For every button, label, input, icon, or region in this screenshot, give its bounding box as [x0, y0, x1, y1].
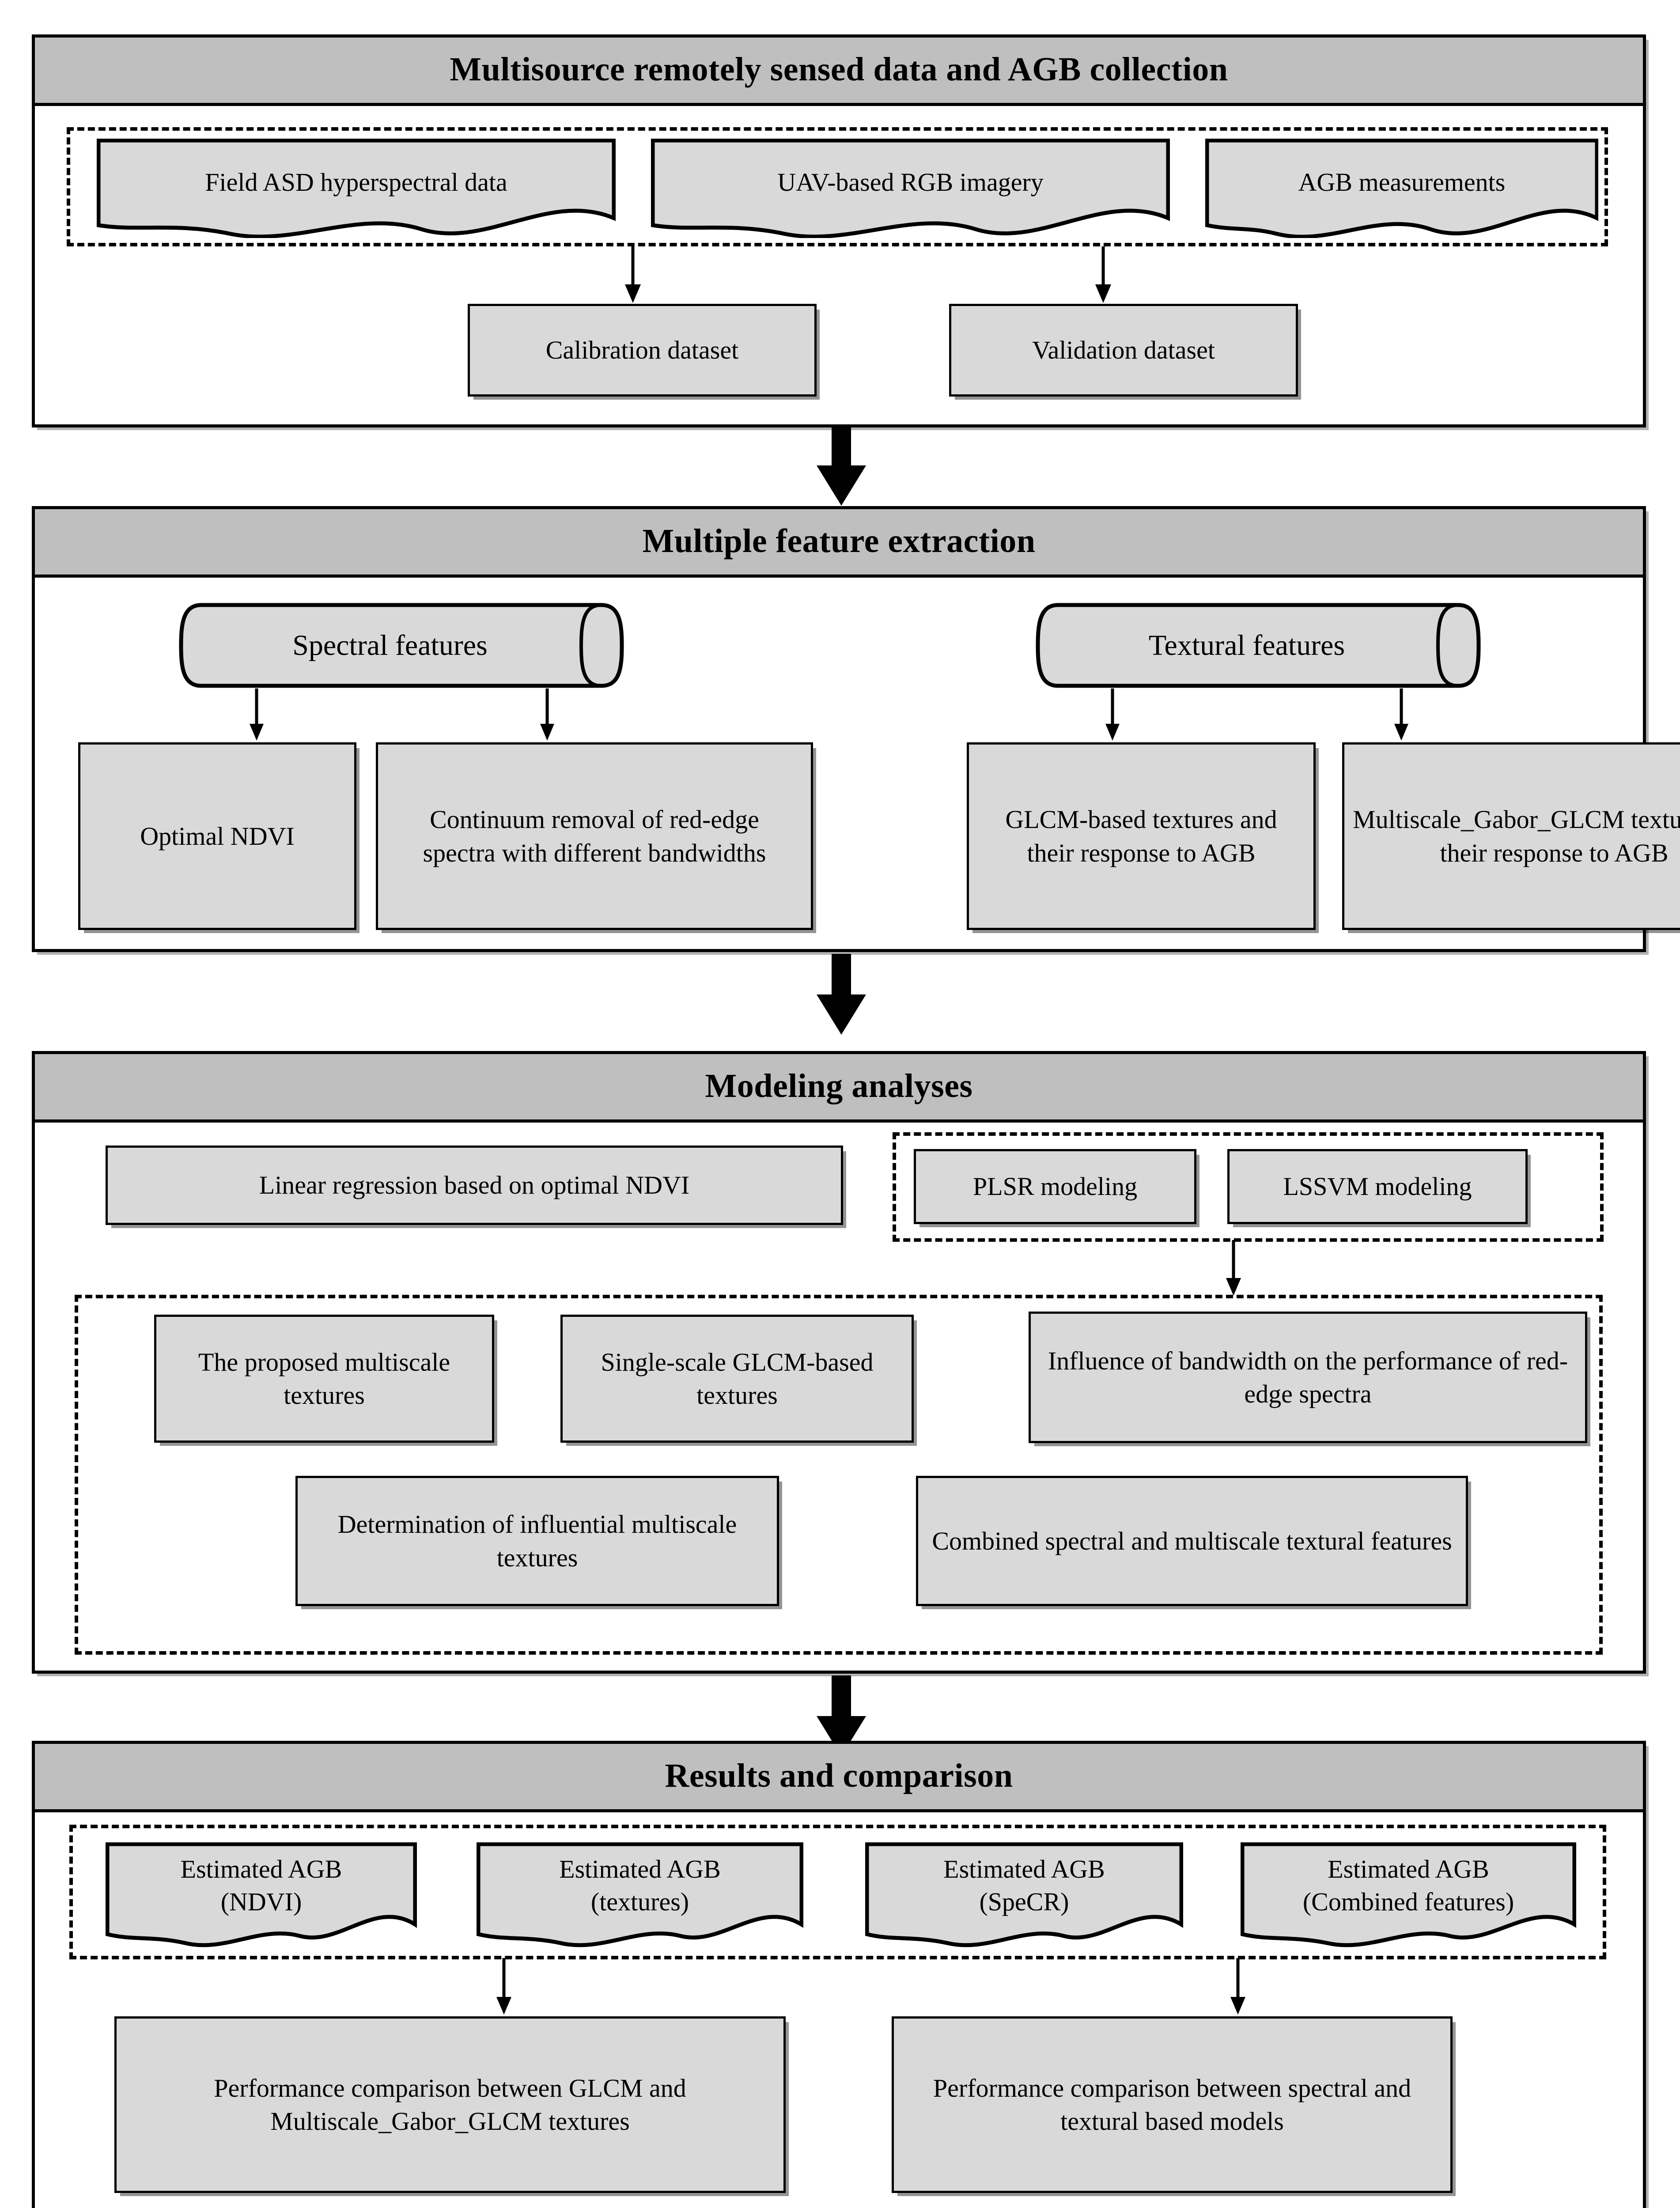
- arrow-to-validation-dataset: [1093, 246, 1114, 304]
- section-feature-extraction: Multiple feature extraction Spectral fea…: [32, 506, 1680, 952]
- box-glcm-based-textures[interactable]: GLCM-based textures and their response t…: [967, 742, 1316, 930]
- section-results-comparison: Results and comparison Estimated AGB(NDV…: [32, 1741, 1646, 2208]
- document-estimated-agb-combined[interactable]: Estimated AGB(Combined features): [1241, 1842, 1576, 1948]
- document-field-asd[interactable]: Field ASD hyperspectral data: [97, 139, 616, 238]
- box-proposed-multiscale-textures[interactable]: The proposed multiscale textures: [154, 1315, 494, 1443]
- dashed-group-estimated-agb: [69, 1825, 1606, 1959]
- arrow-to-calibration-dataset: [622, 246, 643, 304]
- section-header-feature-extraction: Multiple feature extraction: [35, 509, 1643, 578]
- cylinder-shape-icon: [179, 603, 624, 688]
- document-estimated-agb-ndvi[interactable]: Estimated AGB(NDVI): [106, 1842, 417, 1948]
- box-optimal-ndvi[interactable]: Optimal NDVI: [78, 742, 356, 930]
- document-shape-icon: [106, 1842, 417, 1947]
- arrow-to-continuum-removal: [537, 688, 557, 741]
- box-performance-comparison-spectral-textural[interactable]: Performance comparison between spectral …: [892, 2016, 1453, 2193]
- arrow-down-icon: [625, 246, 641, 303]
- arrow-to-glcm-textures: [1103, 688, 1122, 741]
- cylinder-shape-icon: [1036, 603, 1481, 688]
- arrow-down-icon: [250, 688, 264, 741]
- box-continuum-removal[interactable]: Continuum removal of red-edge spectra wi…: [376, 742, 813, 930]
- section-header-results-comparison: Results and comparison: [35, 1744, 1643, 1812]
- box-linear-regression-ndvi[interactable]: Linear regression based on optimal NDVI: [106, 1146, 843, 1225]
- block-arrow-section3-to-section4: [815, 1675, 868, 1757]
- box-performance-comparison-glcm[interactable]: Performance comparison between GLCM and …: [114, 2016, 786, 2193]
- box-lssvm-modeling[interactable]: LSSVM modeling: [1227, 1149, 1528, 1224]
- block-arrow-down-icon: [817, 1675, 866, 1756]
- block-arrow-section2-to-section3: [815, 954, 868, 1036]
- document-shape-icon: [651, 139, 1170, 238]
- document-uav-rgb[interactable]: UAV-based RGB imagery: [651, 139, 1170, 238]
- block-arrow-section1-to-section2: [815, 425, 868, 507]
- document-shape-icon: [1205, 139, 1598, 238]
- document-estimated-agb-ndvi-label: Estimated AGB(NDVI): [180, 1855, 342, 1917]
- arrow-down-icon: [1230, 1958, 1245, 2015]
- arrow-down-icon: [496, 1958, 511, 2015]
- section-header-data-collection: Multisource remotely sensed data and AGB…: [35, 38, 1643, 106]
- section-body-modeling-analyses: Linear regression based on optimal NDVI …: [35, 1123, 1643, 1681]
- box-calibration-dataset[interactable]: Calibration dataset: [468, 304, 817, 397]
- box-determination-influential-textures[interactable]: Determination of influential multiscale …: [295, 1476, 779, 1606]
- document-field-asd-label: Field ASD hyperspectral data: [205, 168, 507, 197]
- section-body-data-collection: Field ASD hyperspectral data UAV-based R…: [35, 106, 1643, 435]
- arrow-models-to-analyses: [1223, 1240, 1244, 1297]
- arrow-to-multiscale-gabor-glcm: [1392, 688, 1411, 741]
- arrow-down-icon: [1394, 688, 1408, 741]
- cylinder-textural-features[interactable]: Textural features: [1035, 602, 1481, 688]
- document-estimated-agb-textures[interactable]: Estimated AGB(textures): [477, 1842, 803, 1948]
- section-header-modeling-analyses: Modeling analyses: [35, 1054, 1643, 1123]
- box-plsr-modeling[interactable]: PLSR modeling: [914, 1149, 1196, 1224]
- document-estimated-agb-textures-label: Estimated AGB(textures): [559, 1855, 721, 1917]
- dashed-group-models: [893, 1132, 1604, 1242]
- section-modeling-analyses: Modeling analyses Linear regression base…: [32, 1051, 1646, 1674]
- arrow-down-icon: [540, 688, 554, 741]
- document-uav-rgb-label: UAV-based RGB imagery: [777, 168, 1044, 197]
- box-validation-dataset[interactable]: Validation dataset: [949, 304, 1298, 397]
- arrow-to-comparison-spectral-textural: [1227, 1958, 1249, 2015]
- document-agb-measurements-label: AGB measurements: [1298, 168, 1506, 197]
- box-single-scale-glcm-textures[interactable]: Single-scale GLCM-based textures: [560, 1315, 914, 1443]
- document-shape-icon: [865, 1842, 1183, 1947]
- document-shape-icon: [477, 1842, 803, 1947]
- document-estimated-agb-specr-label: Estimated AGB(SpeCR): [943, 1855, 1105, 1917]
- arrow-down-icon: [1226, 1240, 1241, 1296]
- section-data-collection: Multisource remotely sensed data and AGB…: [32, 34, 1646, 427]
- arrow-down-icon: [1105, 688, 1120, 741]
- document-shape-icon: [97, 139, 616, 238]
- cylinder-spectral-features-label: Spectral features: [292, 629, 488, 662]
- box-multiscale-gabor-glcm-textures[interactable]: Multiscale_Gabor_GLCM textures and their…: [1342, 742, 1680, 930]
- box-combined-spectral-multiscale[interactable]: Combined spectral and multiscale textura…: [916, 1476, 1468, 1606]
- block-arrow-down-icon: [817, 425, 866, 506]
- box-influence-of-bandwidth[interactable]: Influence of bandwidth on the performanc…: [1029, 1312, 1587, 1443]
- document-shape-icon: [1241, 1842, 1576, 1947]
- cylinder-textural-features-label: Textural features: [1148, 629, 1345, 662]
- cylinder-spectral-features[interactable]: Spectral features: [178, 602, 624, 688]
- document-agb-measurements[interactable]: AGB measurements: [1205, 139, 1598, 238]
- arrow-to-comparison-glcm: [493, 1958, 515, 2015]
- section-body-feature-extraction: Spectral features Textural features: [35, 578, 1680, 960]
- document-estimated-agb-specr[interactable]: Estimated AGB(SpeCR): [865, 1842, 1183, 1948]
- document-estimated-agb-combined-label: Estimated AGB(Combined features): [1302, 1855, 1514, 1917]
- arrow-down-icon: [1095, 246, 1111, 303]
- arrow-to-optimal-ndvi: [247, 688, 266, 741]
- block-arrow-down-icon: [817, 954, 866, 1035]
- dashed-group-analyses: [75, 1295, 1603, 1655]
- section-body-results-comparison: Estimated AGB(NDVI) Estimated AGB(textur…: [35, 1812, 1643, 2208]
- dashed-group-data-sources: [67, 127, 1608, 246]
